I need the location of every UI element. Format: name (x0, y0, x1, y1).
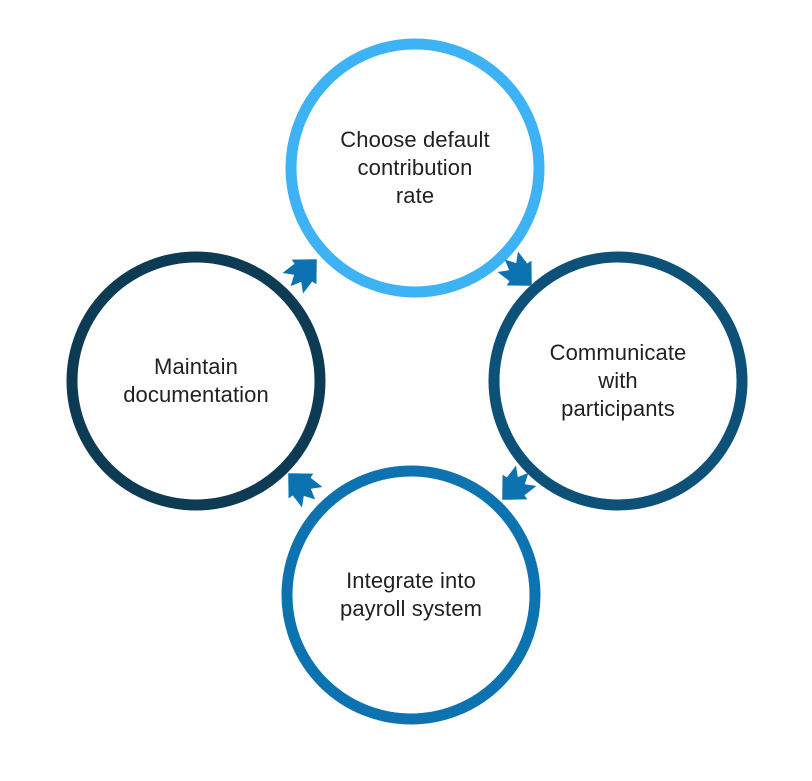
node-circle-communicate-with-participants[interactable] (488, 251, 748, 511)
node-circle-maintain-documentation[interactable] (66, 251, 326, 511)
node-circle-integrate-into-payroll-system[interactable] (281, 465, 541, 725)
node-rings (66, 38, 748, 725)
node-circle-choose-default-contribution-rate[interactable] (285, 38, 545, 298)
